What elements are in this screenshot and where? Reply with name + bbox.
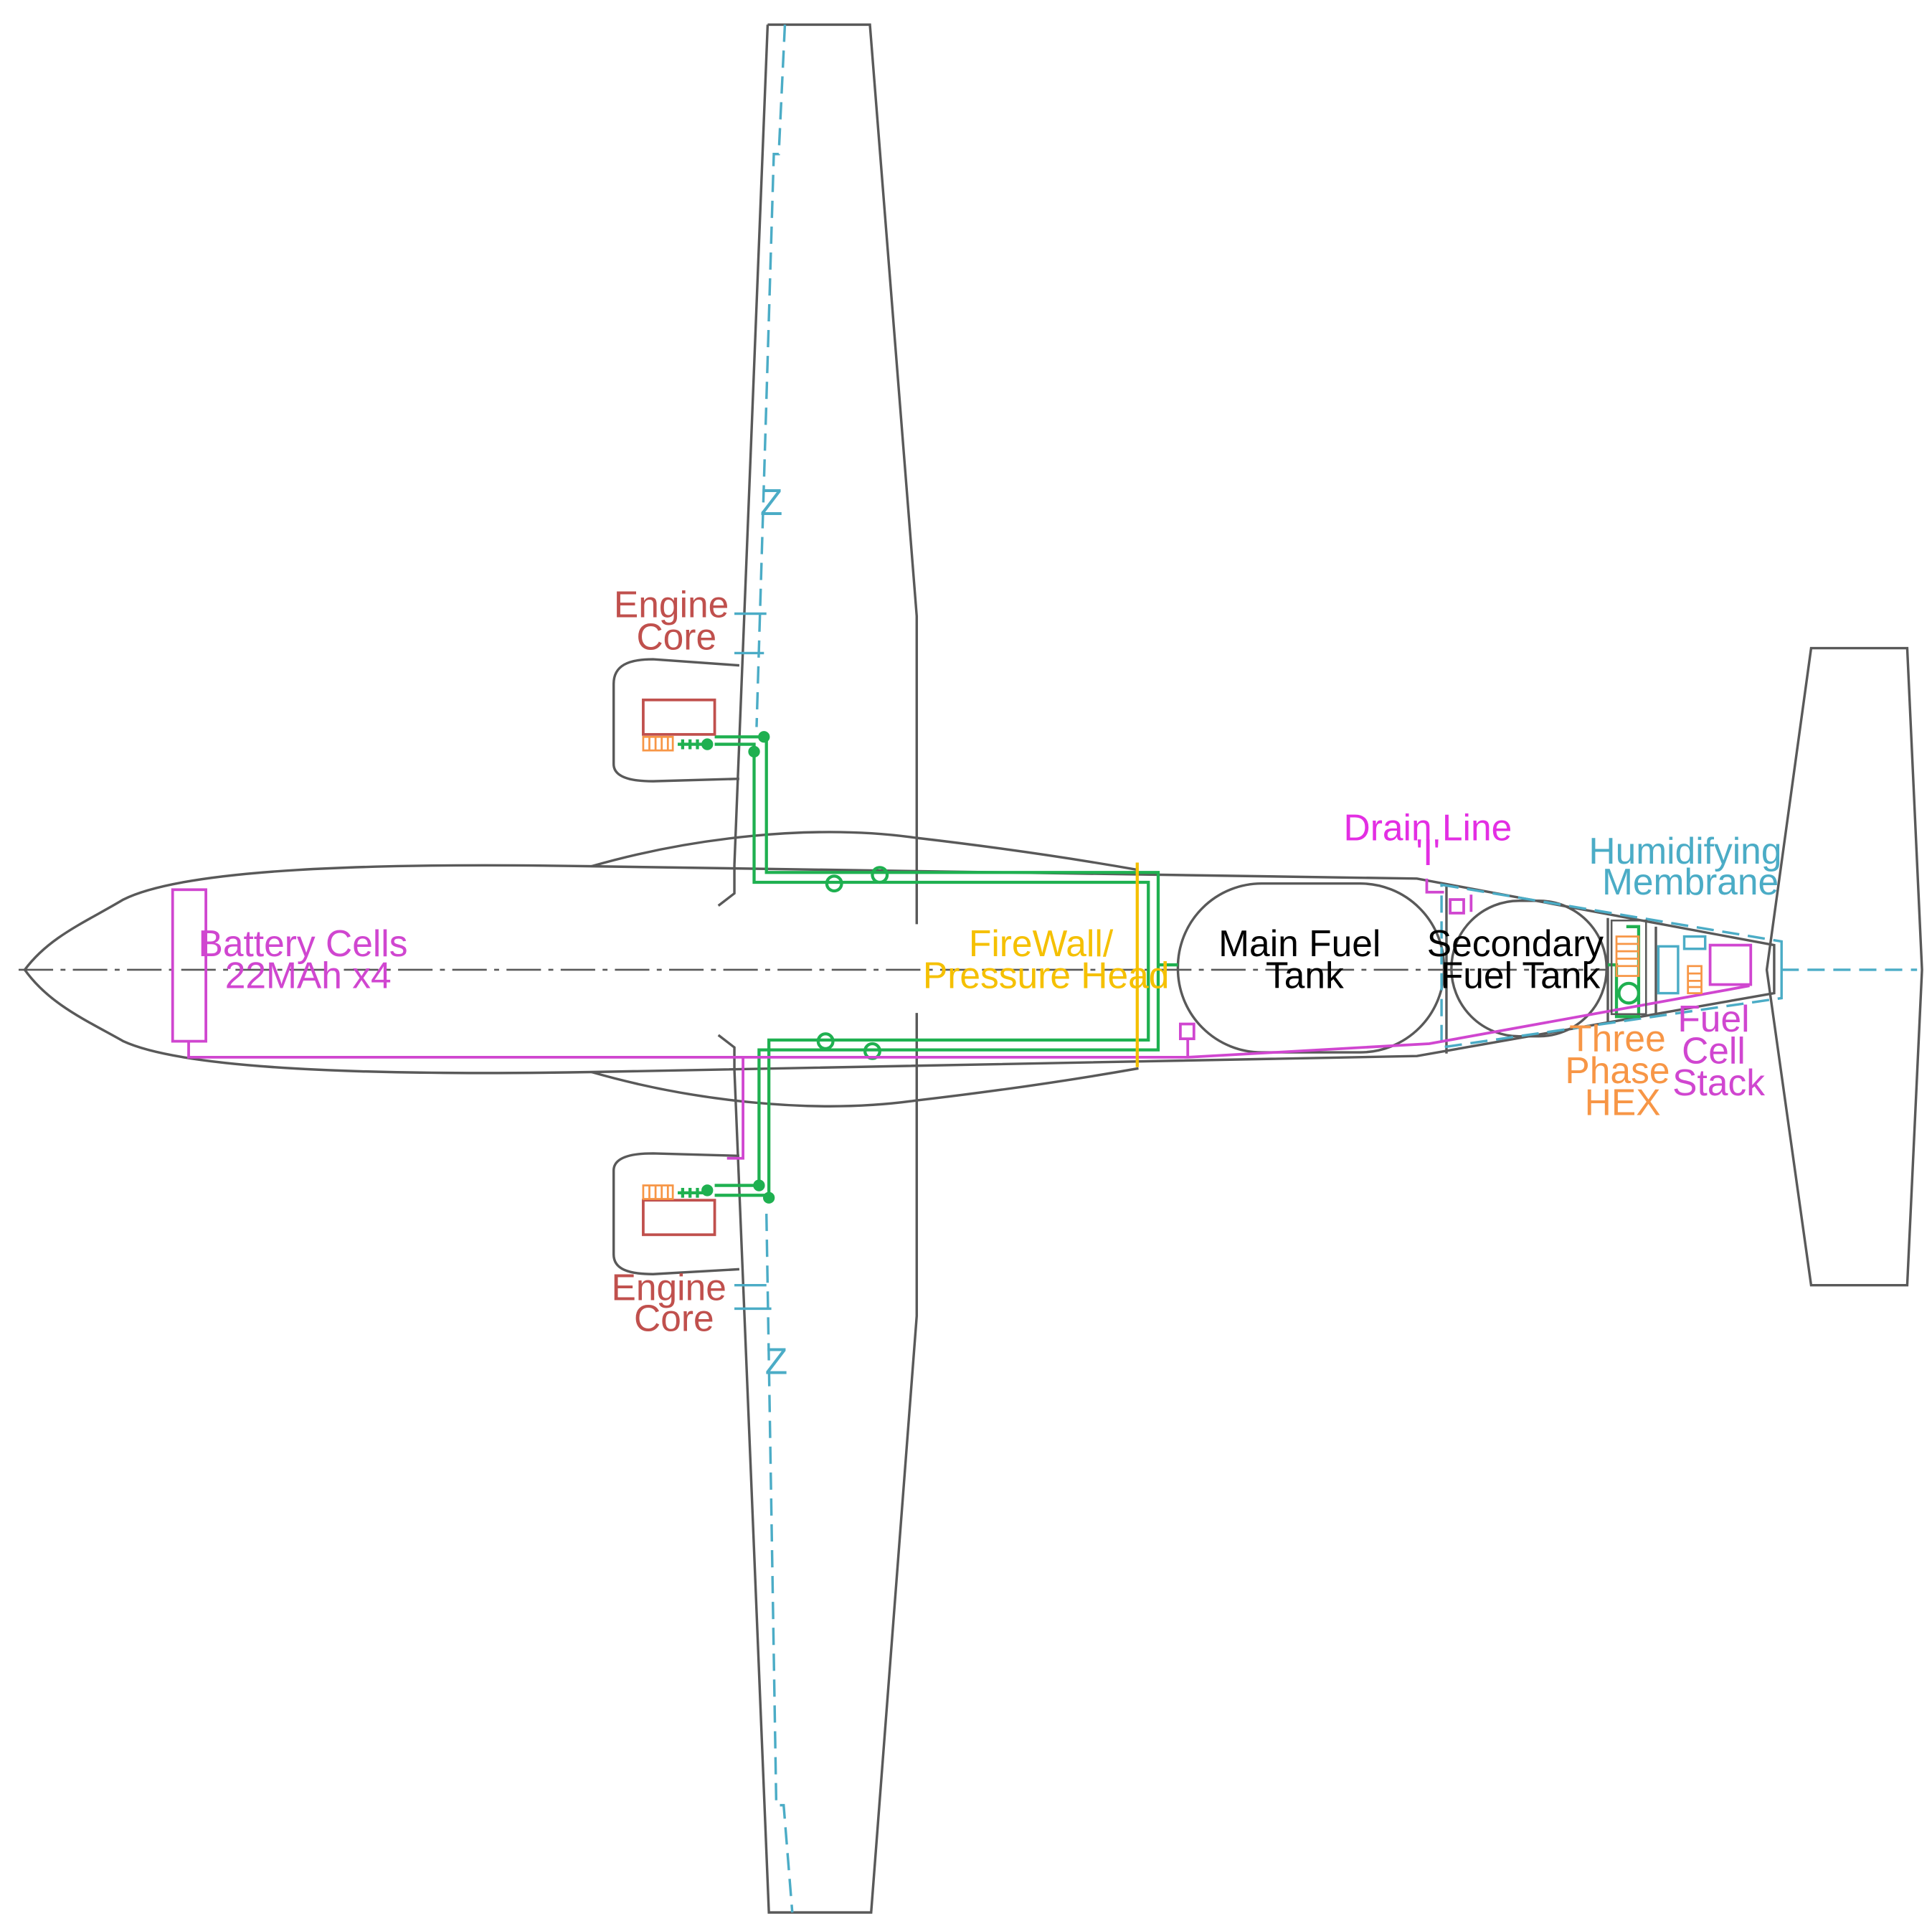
main-fuel-tank bbox=[1176, 882, 1446, 1054]
wing-mark-bottom: Z bbox=[765, 1340, 787, 1382]
air-taps-bottom bbox=[734, 1284, 772, 1311]
humidifier-box bbox=[1682, 935, 1707, 950]
engine-core-bottom-box bbox=[642, 1199, 716, 1237]
valve-bottom-3-icon bbox=[701, 1184, 714, 1196]
drain-box-1 bbox=[1179, 1022, 1195, 1041]
power-to-engine bbox=[726, 1057, 744, 1160]
hex-housing bbox=[1610, 919, 1647, 1016]
fuel-cell-stack-box bbox=[1708, 943, 1753, 986]
air-line-upper-wing bbox=[755, 24, 787, 727]
three-phase-hex-icon bbox=[1615, 935, 1703, 994]
air-lines bbox=[734, 24, 1918, 1913]
firewall-label: FireWall/ Pressure Head bbox=[923, 922, 1170, 996]
engine-core-bottom-label: Engine Core bbox=[611, 1266, 737, 1339]
secondary-fuel-tank-label: Secondary Fuel Tank bbox=[1427, 922, 1614, 996]
secondary-fuel-tank bbox=[1450, 900, 1608, 1038]
pump-1-icon bbox=[825, 874, 843, 893]
compressor-bottom-icon bbox=[678, 1188, 705, 1198]
coolant-loop-top-inner bbox=[714, 735, 1160, 1187]
lower-nacelle bbox=[612, 1152, 740, 1275]
humidifying-membrane-label: Humidifying Membrane bbox=[1588, 830, 1791, 902]
compressor-top-icon bbox=[678, 739, 705, 750]
three-phase-hex-label: Three Phase HEX bbox=[1565, 1017, 1680, 1123]
engine-hex-top-icon bbox=[642, 735, 674, 752]
engine-hex-bottom-icon bbox=[642, 1184, 674, 1200]
lower-wing bbox=[733, 1013, 919, 1914]
air-line-lower-wing bbox=[764, 1214, 794, 1913]
coolant-hex-loop bbox=[1608, 925, 1641, 1019]
pump-2-icon bbox=[871, 866, 889, 884]
coolant-loop-top bbox=[714, 742, 1150, 1197]
labels: Engine Core Engine Core Battery Cells 22… bbox=[198, 481, 1791, 1382]
electrical-lines bbox=[171, 878, 1753, 1160]
wing-mark-top: Z bbox=[760, 481, 782, 523]
air-filter-box bbox=[1657, 945, 1680, 995]
tail-plane bbox=[1765, 646, 1923, 1287]
drain-line-i bbox=[1425, 878, 1444, 894]
engine-core-top-label: Engine Core bbox=[614, 584, 739, 658]
air-taps-top bbox=[734, 612, 767, 655]
battery-label: Battery Cells 22MAh x4 bbox=[198, 922, 417, 996]
fuselage bbox=[23, 864, 1776, 1075]
nacelle-attach bbox=[717, 864, 736, 1070]
hex-pump-icon bbox=[1617, 981, 1641, 1005]
engine-core-top-box bbox=[642, 698, 716, 736]
valve-bottom-1-icon bbox=[753, 1179, 765, 1191]
upper-nacelle bbox=[612, 658, 740, 783]
air-line-tail bbox=[1440, 883, 1918, 1049]
drain-line-label: Drain Line 'I' bbox=[1343, 807, 1522, 873]
power-bus bbox=[187, 984, 1750, 1059]
engine-cores bbox=[642, 698, 716, 1237]
upper-wing bbox=[733, 23, 919, 925]
airframe-outline bbox=[18, 23, 1923, 1914]
fuel-cell-stack-label: Fuel Cell Stack bbox=[1672, 998, 1765, 1103]
pump-3-icon bbox=[816, 1032, 835, 1051]
main-fuel-tank-label: Main Fuel Tank bbox=[1218, 922, 1391, 996]
drain-box-2 bbox=[1449, 898, 1465, 915]
valve-top-1-icon bbox=[758, 731, 770, 743]
coolant-lines bbox=[678, 731, 1641, 1204]
valve-top-2-icon bbox=[748, 745, 760, 758]
wing-root-fairing bbox=[591, 831, 1139, 1108]
valve-bottom-2-icon bbox=[762, 1191, 775, 1204]
battery-cells-box bbox=[171, 888, 207, 1043]
